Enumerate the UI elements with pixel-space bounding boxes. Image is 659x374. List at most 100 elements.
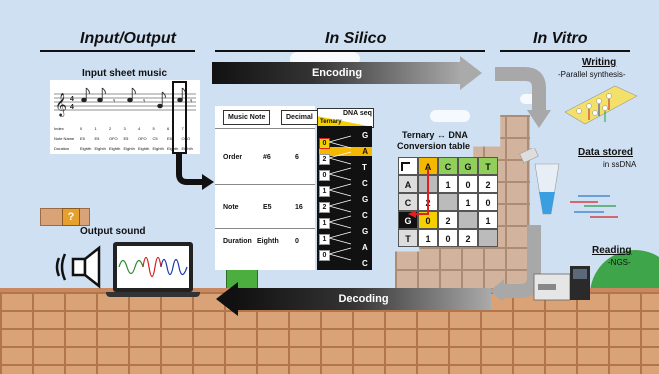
row-label-index: Index (54, 126, 64, 131)
sequencer-icon (533, 266, 590, 301)
sheet-cell-note-names: OFO (138, 136, 147, 141)
conv-cell: 2 (478, 175, 498, 193)
sheet-cell-index: 5 (152, 126, 155, 131)
mapping-arrow (328, 135, 352, 149)
encode-table: Music Note Decimal Ternary DNA seq Order… (215, 106, 390, 270)
sheet-cell-note-names: E5 (123, 136, 129, 141)
conv-cell: 1 (458, 193, 478, 211)
dna-base: C (362, 211, 368, 220)
conv-cell (458, 211, 478, 229)
conv-row-header: T (398, 229, 418, 247)
waveform-display (117, 246, 189, 288)
output-title: Output sound (80, 226, 146, 237)
laptop-screen (113, 242, 193, 292)
conv-cell: 2 (458, 229, 478, 247)
dna-base: C (362, 179, 368, 188)
row-label-duration: Duration (54, 146, 70, 151)
header-music-note: Music Note (223, 110, 271, 125)
conv-cell: 1 (418, 229, 438, 247)
encode-table-body (215, 106, 315, 270)
speaker-icon (55, 245, 101, 289)
row-label-note: Note Name (54, 136, 75, 141)
encoding-label: Encoding (311, 67, 363, 79)
section-in-silico: In Silico (325, 30, 387, 47)
dna-base: G (362, 227, 369, 236)
divider (215, 228, 315, 229)
sheet-cell-note-names: OFO (109, 136, 118, 141)
dna-base: A (362, 243, 368, 252)
mapping-arrow (328, 151, 352, 165)
ternary-digit: 1 (319, 234, 330, 245)
tube-icon (519, 148, 560, 215)
row-duration-value: Eighth (257, 238, 279, 245)
conv-cell: 0 (478, 193, 498, 211)
mapping-arrow (328, 167, 352, 181)
divider (500, 50, 630, 52)
conv-cell (438, 193, 458, 211)
waveform-icon (118, 256, 188, 278)
stored-title: Data stored (578, 147, 634, 158)
stored-subtitle: in ssDNA (603, 160, 637, 169)
conv-cell: 1 (478, 211, 498, 229)
mapping-arrow (328, 199, 352, 213)
dna-base: A (319, 147, 372, 156)
gray-flow-arrow (495, 67, 551, 128)
row-duration-label: Duration (223, 238, 252, 245)
divider (215, 50, 485, 52)
mapping-arrow (328, 183, 352, 197)
decoding-arrow-head (216, 282, 238, 316)
sheet-cell-index: 1 (94, 126, 97, 131)
conv-cell: 2 (438, 211, 458, 229)
dna-base: C (362, 259, 368, 268)
svg-text:𝄞: 𝄞 (55, 92, 67, 117)
conv-col-header: C (438, 157, 458, 175)
section-input-output: Input/Output (80, 30, 176, 47)
selected-note-box (172, 81, 187, 154)
header-ternary: Ternary (320, 119, 342, 125)
row-order-value: #6 (263, 154, 271, 161)
sheet-cell-index: 4 (138, 126, 141, 131)
conv-cell: 0 (438, 229, 458, 247)
selection-arrow (176, 152, 214, 190)
sheet-cell-durations: Eighth (138, 146, 150, 151)
encoding-arrow: Encoding (212, 62, 462, 84)
sheet-cell-durations: Eighth (109, 146, 121, 151)
cloud (430, 110, 470, 122)
header-ternary-dna: Ternary DNA seq (317, 108, 374, 128)
conversion-title-2: Conversion table (397, 141, 471, 151)
ssdna-icon (570, 195, 618, 218)
ternary-digit: 2 (319, 202, 330, 213)
decoding-label: Decoding (338, 293, 389, 305)
ternary-digit: 1 (319, 218, 330, 229)
svg-text:𝄾: 𝄾 (190, 96, 193, 106)
conversion-path (401, 162, 429, 218)
header-decimal: Decimal (281, 110, 318, 125)
conv-col-header: T (478, 157, 498, 175)
sheet-cell-note-names: C5 (152, 136, 158, 141)
conv-row-header: C (398, 193, 418, 211)
sheet-cell-index: 7 (181, 126, 184, 131)
ternary-digit: 0 (319, 250, 330, 261)
divider (40, 50, 195, 52)
mapping-arrow (328, 215, 352, 229)
divider (215, 128, 315, 129)
row-duration-decimal: 0 (295, 238, 299, 245)
divider (215, 184, 315, 185)
row-note-label: Note (223, 204, 239, 211)
row-order-label: Order (223, 154, 243, 161)
section-in-vitro: In Vitro (533, 30, 588, 47)
dna-base: G (362, 195, 369, 204)
sheet-cell-note-names: E5 (94, 136, 100, 141)
sheet-cell-index: 0 (80, 126, 83, 131)
conv-col-header: G (458, 157, 478, 175)
sheet-cell-durations: Eighth (152, 146, 164, 151)
sheet-cell-durations: Eighth (123, 146, 135, 151)
encoding-arrow-head (460, 56, 482, 90)
writing-subtitle: -Parallel synthesis- (558, 70, 626, 79)
sheet-cell-note-names: E5 (167, 136, 172, 141)
sheet-cell-durations: Eighth (181, 146, 193, 151)
writing-title: Writing (582, 57, 617, 68)
dna-base: G (362, 131, 369, 140)
